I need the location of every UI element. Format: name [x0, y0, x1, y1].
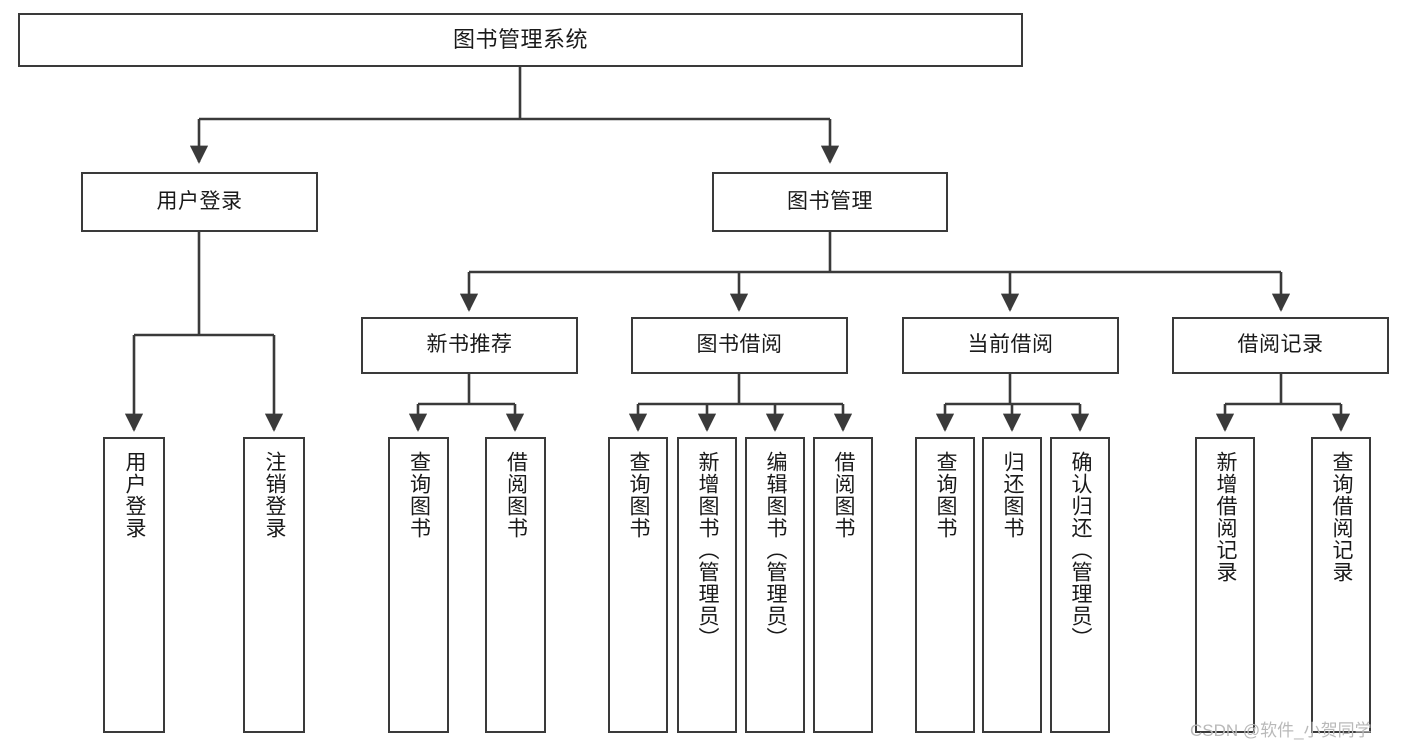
node-label: 图书管理系统 — [452, 27, 588, 53]
node-label: 借阅图书 — [832, 451, 856, 539]
node-label: 注销登录 — [263, 451, 287, 539]
node-book-management[interactable]: 图书管理 — [712, 172, 948, 232]
node-leaf-user-login[interactable]: 用户登录 — [103, 437, 165, 733]
node-label: 新书推荐 — [426, 333, 513, 357]
node-label: 用户登录 — [123, 451, 147, 539]
node-label: 查询图书 — [934, 451, 958, 539]
node-leaf-return-book[interactable]: 归还图书 — [982, 437, 1042, 733]
node-leaf-query-book-3[interactable]: 查询图书 — [915, 437, 975, 733]
node-label: 用户登录 — [156, 189, 243, 213]
node-leaf-add-borrow-record[interactable]: 新增借阅记录 — [1195, 437, 1255, 733]
node-leaf-logout-login[interactable]: 注销登录 — [243, 437, 305, 733]
node-new-book-recommend[interactable]: 新书推荐 — [361, 317, 578, 374]
node-leaf-query-borrow-record[interactable]: 查询借阅记录 — [1311, 437, 1371, 733]
node-label: 归还图书 — [1001, 451, 1025, 539]
node-leaf-query-book-1[interactable]: 查询图书 — [388, 437, 449, 733]
node-label: 编辑图书（管理员） — [764, 451, 788, 649]
node-label: 新增图书（管理员） — [696, 451, 720, 649]
node-label: 当前借阅 — [967, 333, 1054, 357]
node-label: 查询图书 — [627, 451, 651, 539]
node-leaf-borrow-book-2[interactable]: 借阅图书 — [813, 437, 873, 733]
node-leaf-add-book[interactable]: 新增图书（管理员） — [677, 437, 737, 733]
node-label: 图书借阅 — [696, 333, 783, 357]
node-root-book-management-system[interactable]: 图书管理系统 — [18, 13, 1023, 67]
node-label: 查询借阅记录 — [1330, 451, 1354, 583]
node-leaf-query-book-2[interactable]: 查询图书 — [608, 437, 668, 733]
watermark-text: CSDN @软件_小贺同学 — [1190, 721, 1372, 740]
node-leaf-borrow-book-1[interactable]: 借阅图书 — [485, 437, 546, 733]
node-leaf-confirm-return[interactable]: 确认归还（管理员） — [1050, 437, 1110, 733]
node-label: 图书管理 — [787, 189, 873, 213]
node-leaf-edit-book[interactable]: 编辑图书（管理员） — [745, 437, 805, 733]
node-label: 查询图书 — [407, 451, 431, 539]
node-current-borrow[interactable]: 当前借阅 — [902, 317, 1119, 374]
node-borrow-record[interactable]: 借阅记录 — [1172, 317, 1389, 374]
node-label: 确认归还（管理员） — [1069, 451, 1093, 649]
node-label: 借阅记录 — [1237, 333, 1324, 357]
node-label: 新增借阅记录 — [1214, 451, 1238, 583]
node-label: 借阅图书 — [504, 451, 528, 539]
node-user-login[interactable]: 用户登录 — [81, 172, 318, 232]
node-book-borrow[interactable]: 图书借阅 — [631, 317, 848, 374]
